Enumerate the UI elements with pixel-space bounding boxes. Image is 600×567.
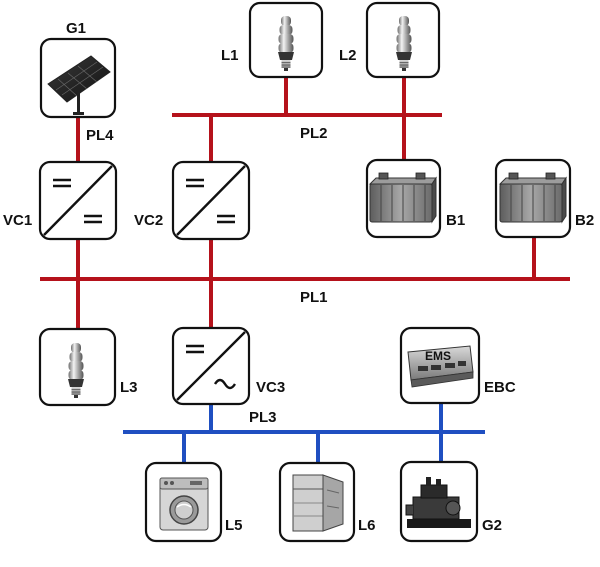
red-bus-lines — [40, 78, 570, 330]
g1-label: G1 — [66, 20, 86, 37]
l5-label: L5 — [225, 517, 243, 534]
diesel-generator-icon — [405, 477, 471, 528]
g1-component[interactable] — [39, 37, 117, 119]
ebc-label: EBC — [484, 379, 516, 396]
battery-icon — [369, 172, 437, 223]
dc-ac-inverter-icon — [176, 331, 246, 401]
ebc-component[interactable]: EMS — [399, 326, 481, 405]
l3-label: L3 — [120, 379, 138, 396]
labels: G1 L1 L2 PL4 PL2 VC1 VC2 B1 B2 PL1 L3 VC… — [3, 20, 594, 534]
pl1-label: PL1 — [300, 289, 328, 306]
l3-component[interactable] — [38, 327, 117, 407]
blue-bus-lines — [123, 403, 485, 463]
ems-device-text: EMS — [425, 349, 451, 363]
vc3-component[interactable] — [171, 326, 251, 406]
vc2-component[interactable] — [171, 160, 251, 241]
dc-dc-converter-icon — [43, 165, 113, 236]
l5-component[interactable] — [144, 461, 223, 543]
battery-icon — [499, 172, 567, 223]
b1-component[interactable] — [365, 158, 442, 239]
ems-controller-icon — [407, 345, 474, 388]
solar-panel-icon — [47, 55, 111, 115]
vc1-label: VC1 — [3, 212, 32, 229]
l1-component[interactable] — [248, 1, 324, 79]
l6-label: L6 — [358, 517, 376, 534]
vc2-label: VC2 — [134, 212, 163, 229]
l2-component[interactable] — [365, 1, 441, 79]
l2-label: L2 — [339, 47, 357, 64]
b1-label: B1 — [446, 212, 465, 229]
pl2-label: PL2 — [300, 125, 328, 142]
pl4-label: PL4 — [86, 127, 114, 144]
l1-label: L1 — [221, 47, 239, 64]
vc1-component[interactable] — [38, 160, 118, 241]
b2-component[interactable] — [494, 158, 572, 239]
g2-component[interactable] — [399, 460, 479, 543]
l6-component[interactable] — [278, 461, 356, 543]
dc-dc-converter-icon — [176, 165, 246, 236]
washing-machine-icon — [159, 477, 209, 531]
b2-label: B2 — [575, 212, 594, 229]
g2-label: G2 — [482, 517, 502, 534]
vc3-label: VC3 — [256, 379, 285, 396]
pl3-label: PL3 — [249, 409, 277, 426]
refrigerator-icon — [292, 474, 344, 532]
